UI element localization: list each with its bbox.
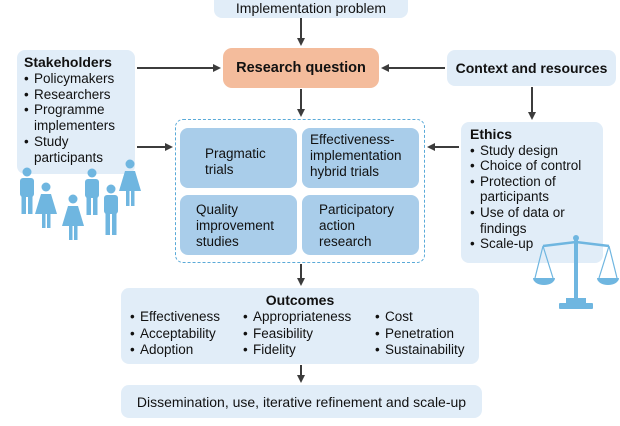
stakeholders-list: Policymakers Researchers Programme imple… xyxy=(24,71,135,166)
outcomes-title: Outcomes xyxy=(265,292,335,308)
dissemination-box: Dissemination, use, iterative refinement… xyxy=(121,385,482,418)
research-question-label: Research question xyxy=(236,60,366,76)
outcome-item: Feasibility xyxy=(243,326,351,343)
methods-container xyxy=(175,119,425,263)
outcome-item: Cost xyxy=(375,309,465,326)
hybrid-trials-box: Effectiveness-implementation hybrid tria… xyxy=(302,128,419,188)
hybrid-trials-label: Effectiveness-implementation hybrid tria… xyxy=(310,132,402,179)
outcome-item: Penetration xyxy=(375,326,465,343)
outcome-item: Adoption xyxy=(130,342,220,359)
research-question-box: Research question xyxy=(223,48,379,88)
outcomes-box: Outcomes Effectiveness Acceptability Ado… xyxy=(121,288,479,364)
stakeholder-item: Policymakers xyxy=(24,71,135,87)
ethics-title: Ethics xyxy=(470,126,513,142)
implementation-problem-label: Implementation problem xyxy=(235,0,387,16)
ethics-item: Study design xyxy=(470,143,603,159)
ethics-box: Ethics Study design Choice of control Pr… xyxy=(461,122,603,263)
outcome-item: Effectiveness xyxy=(130,309,220,326)
person-icon xyxy=(62,194,84,240)
outcomes-col-3: Cost Penetration Sustainability xyxy=(375,309,465,359)
ethics-item: Use of data or findings xyxy=(470,205,580,236)
stakeholder-item: Programme implementers xyxy=(24,102,134,134)
quality-improvement-box: Quality improvement studies xyxy=(180,195,297,255)
ethics-item: Scale-up xyxy=(470,236,603,252)
people-group-icon xyxy=(20,159,141,240)
pragmatic-trials-label: Pragmatic trials xyxy=(205,146,266,177)
outcomes-col-2: Appropriateness Feasibility Fidelity xyxy=(243,309,351,359)
stakeholders-box: Stakeholders Policymakers Researchers Pr… xyxy=(17,50,135,174)
ethics-item: Protection of participants xyxy=(470,174,592,205)
dissemination-label: Dissemination, use, iterative refinement… xyxy=(136,393,467,410)
person-icon xyxy=(20,167,34,214)
outcome-item: Acceptability xyxy=(130,326,220,343)
stakeholder-item: Study participants xyxy=(24,134,124,166)
ethics-item: Choice of control xyxy=(470,158,603,174)
person-icon xyxy=(104,184,118,235)
balance-scale-icon xyxy=(533,235,619,309)
stakeholder-item: Researchers xyxy=(24,87,135,103)
ethics-list: Study design Choice of control Protectio… xyxy=(470,143,603,252)
context-resources-box: Context and resources xyxy=(447,50,616,86)
outcome-item: Fidelity xyxy=(243,342,351,359)
outcome-item: Appropriateness xyxy=(243,309,351,326)
person-icon xyxy=(85,168,99,215)
participatory-research-label: Participatory action research xyxy=(319,202,395,249)
outcomes-col-1: Effectiveness Acceptability Adoption xyxy=(130,309,220,359)
participatory-research-box: Participatory action research xyxy=(302,195,419,255)
pragmatic-trials-box: Pragmatic trials xyxy=(180,128,297,188)
person-icon xyxy=(119,159,141,206)
outcome-item: Sustainability xyxy=(375,342,465,359)
person-icon xyxy=(35,182,57,228)
quality-improvement-label: Quality improvement studies xyxy=(196,202,275,249)
context-resources-label: Context and resources xyxy=(455,60,608,76)
stakeholders-title: Stakeholders xyxy=(24,54,112,70)
implementation-problem-box: Implementation problem xyxy=(214,0,408,18)
